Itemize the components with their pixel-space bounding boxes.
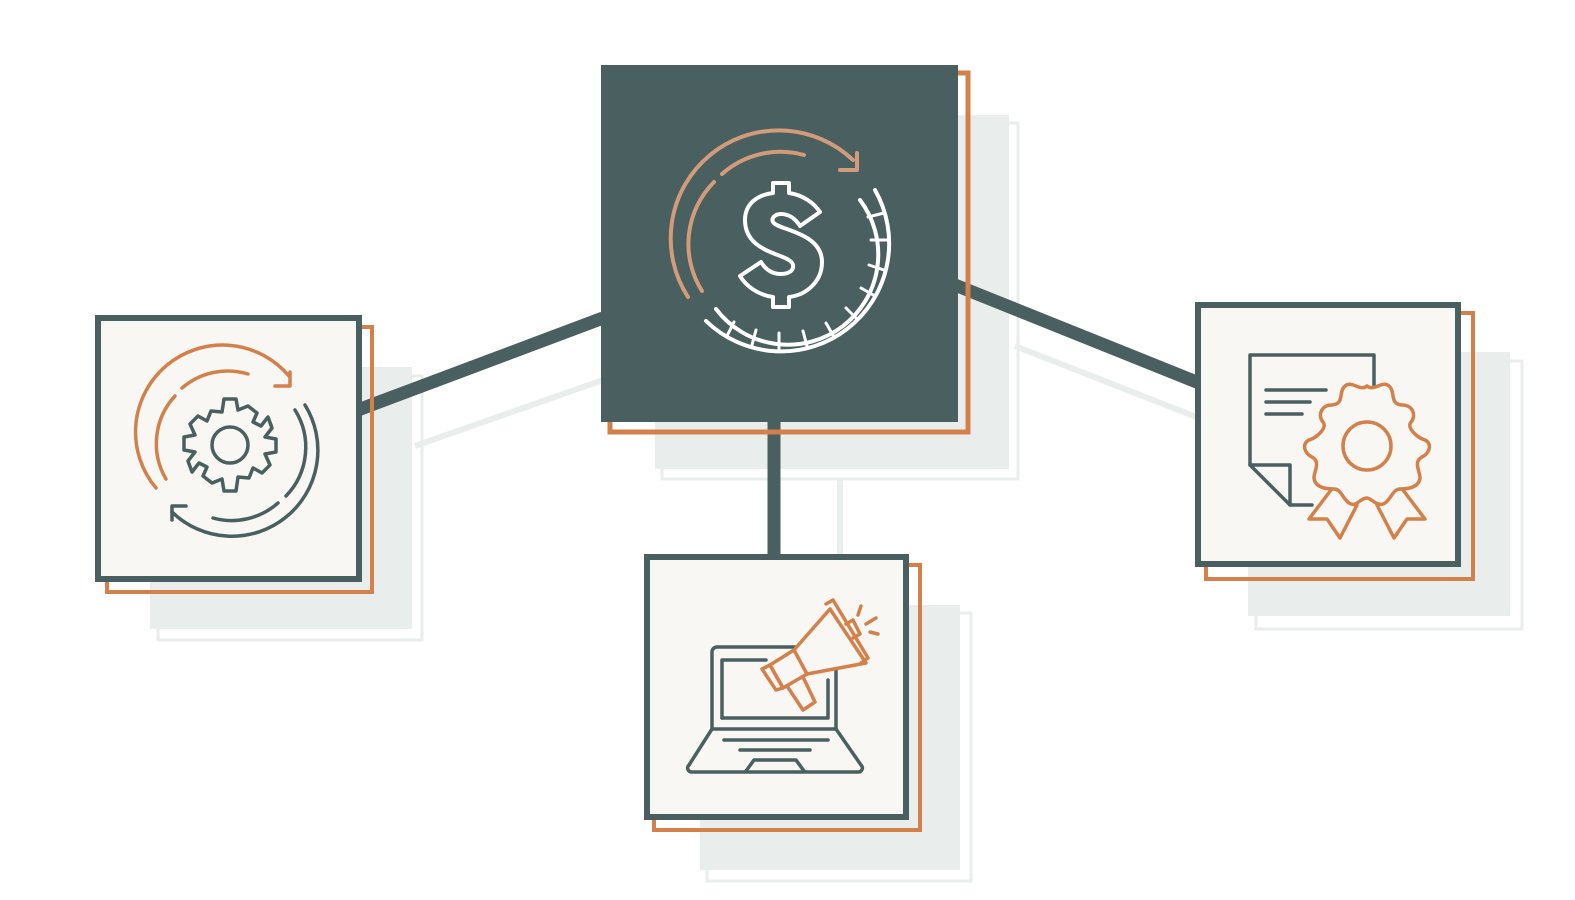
certificate-award-icon <box>1248 353 1432 540</box>
connector-lines <box>355 278 1202 558</box>
laptop-megaphone-icon <box>685 598 880 774</box>
node-process[interactable] <box>95 315 374 594</box>
gear-cycle-icon <box>133 343 320 539</box>
dollar-cycle-icon <box>668 128 892 354</box>
node-certificate[interactable] <box>1195 302 1475 581</box>
connector-hub-certificate <box>952 278 1202 390</box>
node-marketing[interactable] <box>644 554 922 832</box>
connector-hub-process <box>355 311 606 417</box>
hub-node[interactable] <box>601 65 971 435</box>
